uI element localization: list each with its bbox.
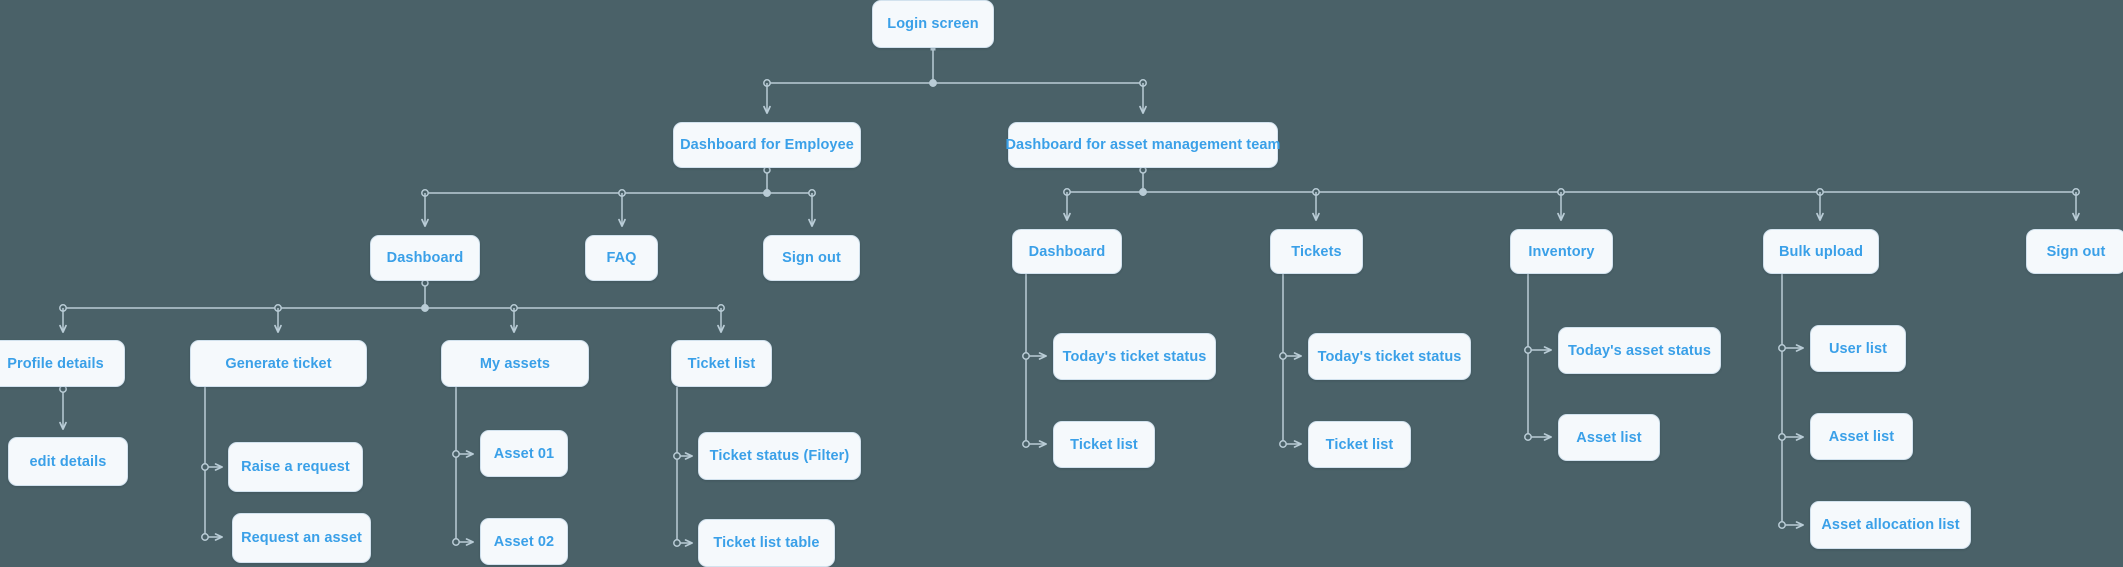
node-label-bulk_alloc_list: Asset allocation list	[1821, 517, 1960, 533]
node-bulk_user_list[interactable]: User list	[1810, 325, 1906, 372]
node-label-dash_asset_team: Dashboard for asset management team	[1005, 137, 1281, 153]
node-label-ticket_list_table: Ticket list table	[713, 535, 820, 551]
node-label-team_dashboard: Dashboard	[1028, 243, 1106, 260]
node-my_assets[interactable]: My assets	[441, 340, 589, 387]
node-emp_faq[interactable]: FAQ	[585, 235, 658, 281]
node-label-bulk_user_list: User list	[1828, 340, 1888, 357]
node-label-emp_faq: FAQ	[606, 250, 637, 266]
node-edit_details[interactable]: edit details	[8, 437, 128, 486]
node-label-edit_details: edit details	[29, 453, 107, 470]
node-label-inventory: Inventory	[1528, 243, 1595, 260]
node-asset_02[interactable]: Asset 02	[480, 518, 568, 565]
node-label-bulk_asset_list: Asset list	[1828, 428, 1895, 445]
node-generate_ticket[interactable]: Generate ticket	[190, 340, 367, 387]
node-label-emp_ticket_list: Ticket list	[687, 355, 756, 372]
node-label-tickets_ticket_list: Ticket list	[1325, 436, 1394, 453]
node-ticket_status_filter[interactable]: Ticket status (Filter)	[698, 432, 861, 480]
node-inv_today_asset[interactable]: Today's asset status	[1558, 327, 1721, 374]
node-profile_details[interactable]: Profile details	[0, 340, 125, 387]
node-label-ticket_status_filter: Ticket status (Filter)	[709, 448, 850, 464]
node-label-inv_today_asset: Today's asset status	[1568, 342, 1711, 359]
node-inv_asset_list[interactable]: Asset list	[1558, 414, 1660, 461]
node-label-tickets_today_status: Today's ticket status	[1317, 348, 1462, 365]
node-label-emp_signout: Sign out	[782, 250, 841, 266]
node-bulk_upload[interactable]: Bulk upload	[1763, 229, 1879, 274]
node-label-asset_02: Asset 02	[493, 533, 555, 550]
node-label-request_asset: Request an asset	[241, 530, 362, 546]
node-raise_request[interactable]: Raise a request	[228, 442, 363, 492]
node-label-raise_request: Raise a request	[241, 459, 350, 475]
node-label-login: Login screen	[887, 16, 979, 32]
node-label-team_signout: Sign out	[2046, 243, 2106, 260]
node-login[interactable]: Login screen	[872, 0, 994, 48]
node-tickets_ticket_list[interactable]: Ticket list	[1308, 421, 1411, 468]
node-bulk_asset_list[interactable]: Asset list	[1810, 413, 1913, 460]
node-label-my_assets: My assets	[479, 355, 551, 372]
node-label-emp_dashboard: Dashboard	[386, 250, 464, 266]
node-team_ticket_list[interactable]: Ticket list	[1053, 421, 1155, 468]
node-tickets_today_status[interactable]: Today's ticket status	[1308, 333, 1471, 380]
node-team_today_ticket[interactable]: Today's ticket status	[1053, 333, 1216, 380]
node-dash_asset_team[interactable]: Dashboard for asset management team	[1005, 122, 1281, 168]
node-emp_ticket_list[interactable]: Ticket list	[671, 340, 772, 387]
node-label-asset_01: Asset 01	[493, 445, 555, 462]
node-bulk_alloc_list[interactable]: Asset allocation list	[1810, 501, 1971, 549]
node-team_dashboard[interactable]: Dashboard	[1012, 229, 1122, 274]
node-label-team_today_ticket: Today's ticket status	[1062, 348, 1207, 365]
node-team_signout[interactable]: Sign out	[2026, 229, 2123, 274]
node-label-tickets: Tickets	[1291, 243, 1342, 260]
node-label-bulk_upload: Bulk upload	[1778, 243, 1864, 260]
node-tickets[interactable]: Tickets	[1270, 229, 1363, 274]
node-label-profile_details: Profile details	[7, 355, 104, 372]
node-label-team_ticket_list: Ticket list	[1070, 436, 1138, 453]
node-inventory[interactable]: Inventory	[1510, 229, 1613, 274]
node-label-inv_asset_list: Asset list	[1576, 429, 1642, 446]
node-dash_employee[interactable]: Dashboard for Employee	[673, 122, 861, 168]
node-label-generate_ticket: Generate ticket	[225, 355, 332, 372]
node-emp_signout[interactable]: Sign out	[763, 235, 860, 281]
node-label-dash_employee: Dashboard for Employee	[680, 137, 854, 153]
node-emp_dashboard[interactable]: Dashboard	[370, 235, 480, 281]
node-ticket_list_table[interactable]: Ticket list table	[698, 519, 835, 567]
node-request_asset[interactable]: Request an asset	[232, 513, 371, 563]
node-asset_01[interactable]: Asset 01	[480, 430, 568, 477]
